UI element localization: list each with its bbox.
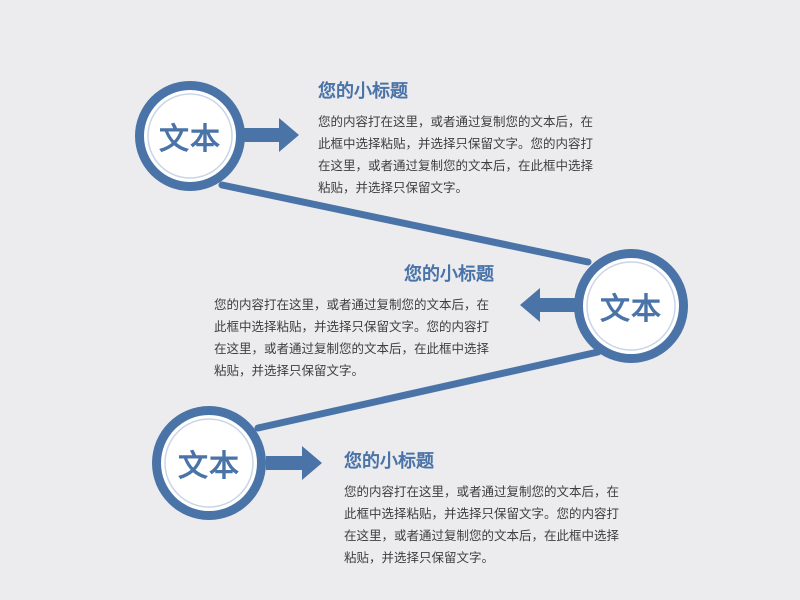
text-block-1: 您的小标题 您的内容打在这里，或者通过复制您的文本后，在此框中选择粘贴，并选择只…	[318, 81, 598, 199]
circle-node-1-ring	[135, 81, 245, 191]
arrow-right-icon	[243, 118, 299, 152]
circle-node-3-label: 文本	[178, 449, 240, 484]
connector-line-1-2	[218, 181, 592, 266]
arrow-right-icon	[266, 446, 322, 480]
circle-node-1: 文本	[130, 76, 250, 196]
body-text-2: 您的内容打在这里，或者通过复制您的文本后，在此框中选择粘贴，并选择只保留文字。您…	[214, 297, 490, 378]
circle-node-3-ring	[152, 406, 266, 520]
circle-node-2-ring	[574, 249, 688, 363]
circle-node-3: 文本	[149, 403, 269, 523]
text-block-3: 您的小标题 您的内容打在这里，或者通过复制您的文本后，在此框中选择粘贴，并选择只…	[344, 451, 624, 569]
body-text-1: 您的内容打在这里，或者通过复制您的文本后，在此框中选择粘贴，并选择只保留文字。您…	[318, 114, 594, 195]
circle-node-2: 文本	[571, 246, 691, 366]
text-block-2: 您的小标题 您的内容打在这里，或者通过复制您的文本后，在此框中选择粘贴，并选择只…	[214, 264, 494, 382]
subtitle-3: 您的小标题	[344, 451, 434, 472]
connector-line-2-3	[254, 348, 602, 432]
subtitle-1: 您的小标题	[318, 81, 408, 102]
subtitle-2: 您的小标题	[404, 264, 494, 285]
arrow-left-icon	[520, 288, 576, 322]
circle-node-1-label: 文本	[159, 122, 221, 157]
circle-node-2-label: 文本	[600, 292, 662, 327]
body-text-3: 您的内容打在这里，或者通过复制您的文本后，在此框中选择粘贴，并选择只保留文字。您…	[344, 484, 620, 565]
